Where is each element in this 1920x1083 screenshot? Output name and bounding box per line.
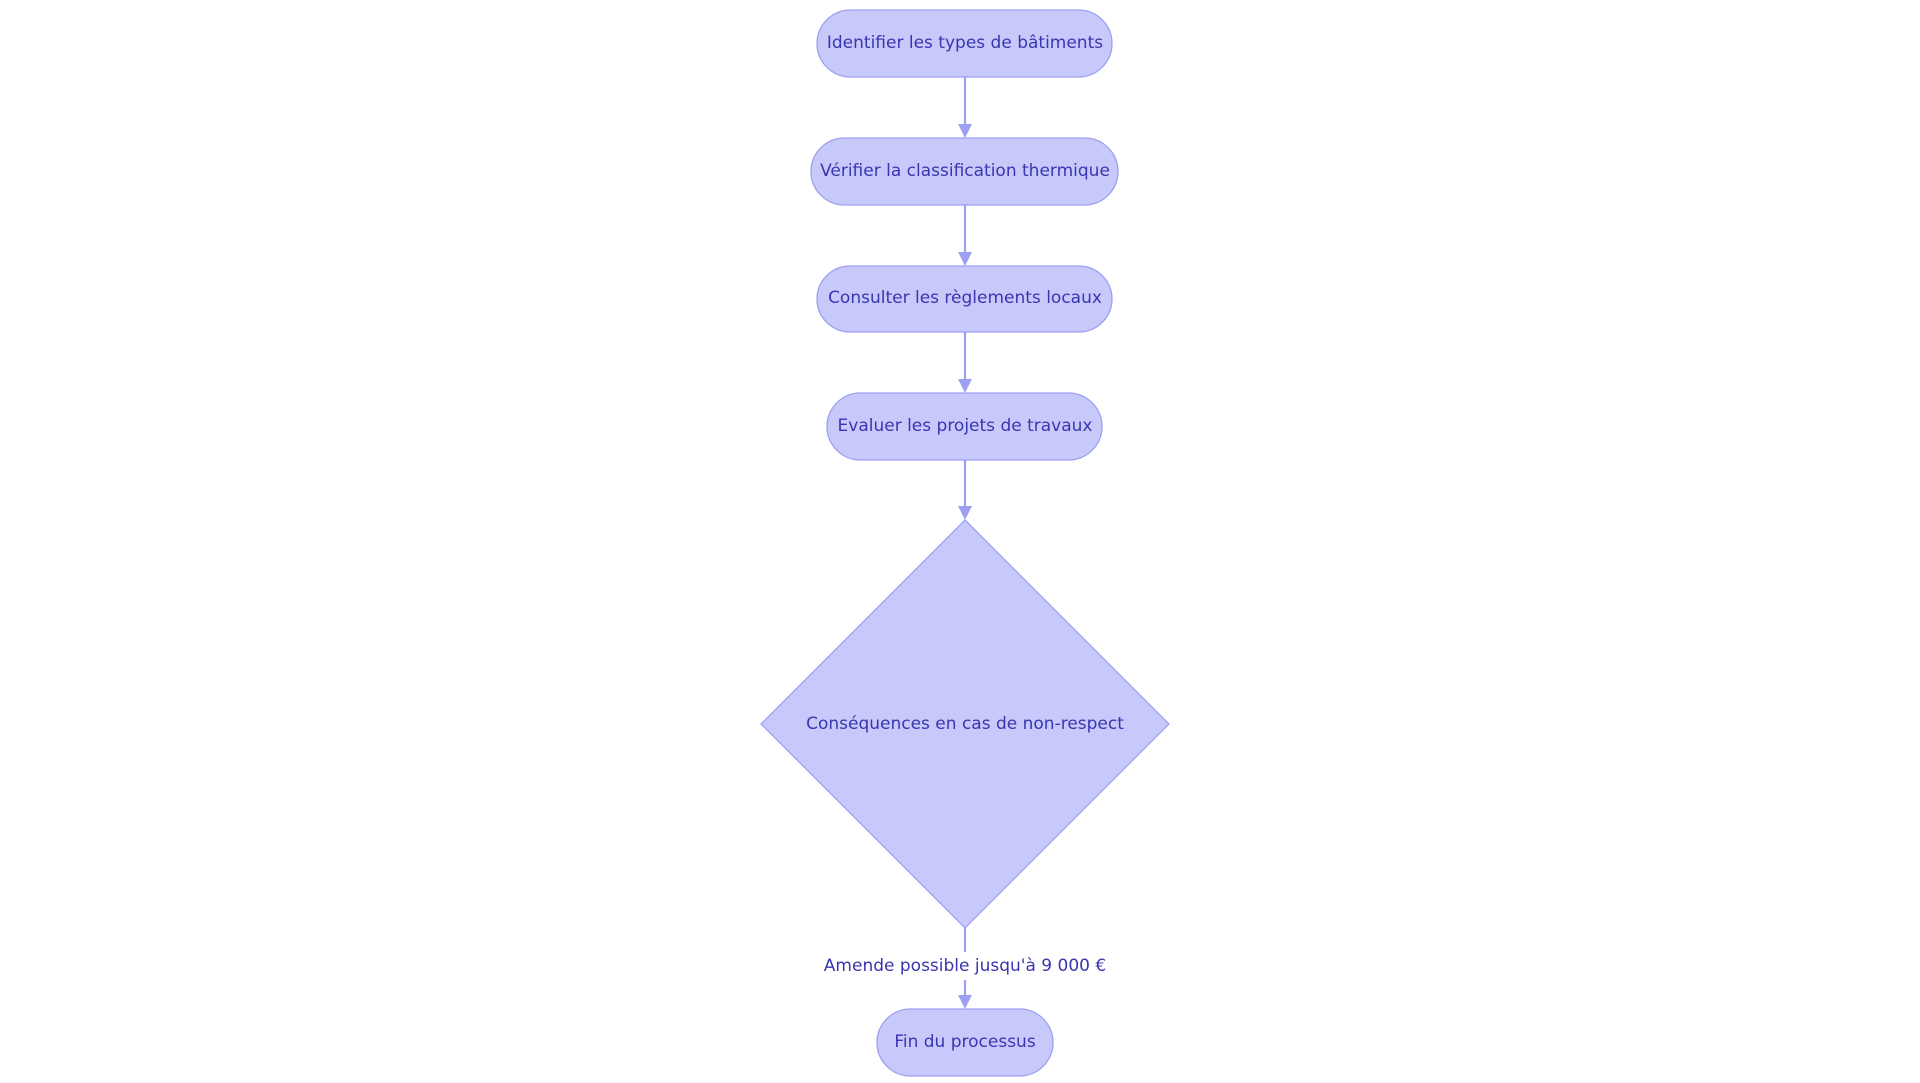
node-consult: Consulter les règlements locaux xyxy=(816,265,1113,333)
edge-verify-to-consult xyxy=(958,205,972,266)
node-verify: Vérifier la classification thermique xyxy=(810,137,1119,206)
node-identify: Identifier les types de bâtiments xyxy=(816,9,1113,78)
node-consult-label: Consulter les règlements locaux xyxy=(828,288,1102,308)
edge-identify-to-verify xyxy=(958,77,972,138)
node-evaluate-label: Evaluer les projets de travaux xyxy=(838,416,1093,436)
edge-evaluate-to-consequences xyxy=(958,460,972,520)
node-evaluate: Evaluer les projets de travaux xyxy=(826,392,1103,461)
node-end-label: Fin du processus xyxy=(894,1032,1036,1052)
node-verify-label: Vérifier la classification thermique xyxy=(820,161,1110,181)
edge-label-fine-text: Amende possible jusqu'à 9 000 € xyxy=(824,956,1106,976)
node-end: Fin du processus xyxy=(876,1008,1054,1077)
node-consequences-label: Conséquences en cas de non-respect xyxy=(806,714,1124,734)
edge-consult-to-evaluate xyxy=(958,332,972,393)
node-consequences-decision: Conséquences en cas de non-respect xyxy=(760,519,1170,929)
node-identify-label: Identifier les types de bâtiments xyxy=(827,33,1103,53)
edge-label-fine: Amende possible jusqu'à 9 000 € xyxy=(824,952,1106,980)
